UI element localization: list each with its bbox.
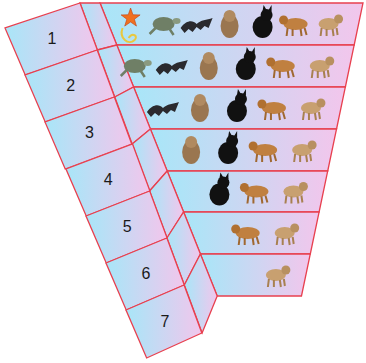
tiger-icon: [240, 183, 269, 204]
tiger-icon: [266, 58, 295, 79]
lynx-icon: [301, 99, 326, 121]
row-number: 1: [47, 31, 56, 47]
box-shape: [126, 285, 202, 358]
row-number: 7: [160, 314, 169, 330]
number-box: 7: [126, 285, 202, 358]
turtle-icon: [121, 59, 152, 77]
starfish-icon: [121, 8, 140, 42]
row-number: 4: [104, 172, 113, 188]
turtle-icon: [150, 17, 181, 35]
owl-icon: [200, 52, 218, 80]
row-band: [184, 212, 320, 254]
bat-icon: [147, 102, 179, 117]
tiger-icon: [279, 16, 308, 37]
cat-icon: [236, 47, 256, 80]
lynx-icon: [266, 266, 291, 288]
owl-icon: [221, 10, 239, 38]
row-band: [150, 129, 336, 171]
lynx-icon: [292, 141, 317, 163]
bat-icon: [181, 18, 213, 33]
lynx-icon: [275, 224, 300, 246]
tiger-icon: [231, 225, 260, 246]
tiger-icon: [257, 100, 286, 121]
row-band: [200, 254, 310, 296]
row-number: 5: [123, 219, 132, 235]
lynx-icon: [283, 182, 308, 204]
cat-icon: [253, 5, 273, 38]
owl-icon: [182, 136, 200, 164]
row-number: 6: [141, 266, 150, 282]
row-band: [167, 171, 328, 212]
row-band: [134, 87, 346, 129]
row-band: [100, 3, 363, 45]
lynx-icon: [319, 15, 344, 37]
cat-icon: [209, 173, 229, 206]
owl-icon: [191, 94, 209, 122]
tiger-icon: [249, 142, 278, 163]
bat-icon: [156, 60, 188, 75]
row-band: [117, 45, 354, 87]
lynx-icon: [310, 57, 335, 79]
row-number: 3: [85, 125, 94, 141]
cat-icon: [227, 89, 247, 122]
cat-icon: [218, 131, 238, 164]
row-number: 2: [66, 78, 75, 94]
